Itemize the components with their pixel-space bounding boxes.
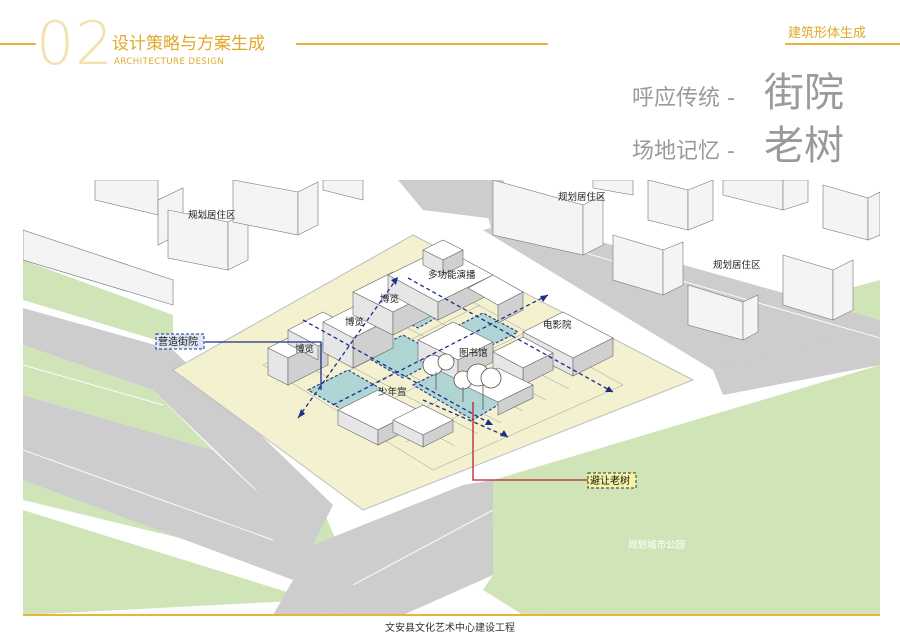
label-residential-2: 规划居住区	[558, 191, 606, 203]
label-expo-2: 博览	[345, 316, 364, 328]
header-rule-right	[296, 43, 548, 45]
label-residential-1: 规划居住区	[188, 209, 236, 221]
callout-avoid-tree: 避让老树	[590, 474, 630, 487]
street-axes	[297, 276, 614, 438]
street-courtyard-box	[155, 333, 205, 350]
footer-rule	[23, 614, 880, 616]
section-tag: 建筑形体生成	[787, 26, 866, 41]
label-multi-theater: 多功能演播	[428, 269, 476, 281]
slogan-line1-label: 呼应传统 -	[632, 86, 735, 111]
label-expo-3: 博览	[295, 343, 314, 355]
slogan-line2-label: 场地记忆 -	[632, 139, 735, 164]
section-subtitle: ARCHITECTURE DESIGN	[114, 57, 225, 67]
residential-blocks	[23, 180, 880, 341]
label-expo-1: 博览	[380, 293, 399, 305]
slogan-line1-keyword: 街院	[764, 70, 844, 116]
site-axonometric-diagram: 规划居住区 规划居住区 规划居住区 多功能演播 博览 博览 博览 电影院 图书馆…	[23, 180, 880, 615]
old-trees	[422, 353, 502, 410]
label-residential-3: 规划居住区	[713, 259, 761, 271]
label-library: 图书馆	[459, 347, 488, 359]
label-cinema: 电影院	[543, 319, 572, 331]
avoid-tree-box	[587, 472, 637, 489]
slogan-line2-keyword: 老树	[764, 123, 844, 169]
roads	[23, 180, 880, 615]
courtyard-1	[306, 369, 385, 411]
label-city-park: 规划城市公园	[628, 539, 685, 551]
label-youth-palace: 少年宫	[378, 386, 407, 398]
section-title: 设计策略与方案生成	[112, 34, 265, 54]
section-number: 02	[36, 9, 115, 79]
street-courtyard-leader	[205, 341, 322, 390]
axis-arrowheads	[298, 277, 613, 437]
building-masses	[267, 239, 614, 448]
header-rule-left	[0, 43, 36, 45]
callout-street-courtyard: 营造街院	[158, 335, 198, 348]
header-rule-tag	[785, 43, 900, 45]
avoid-tree-leader	[472, 402, 588, 481]
footer-project-name: 文安县文化艺术中心建设工程	[385, 623, 515, 634]
